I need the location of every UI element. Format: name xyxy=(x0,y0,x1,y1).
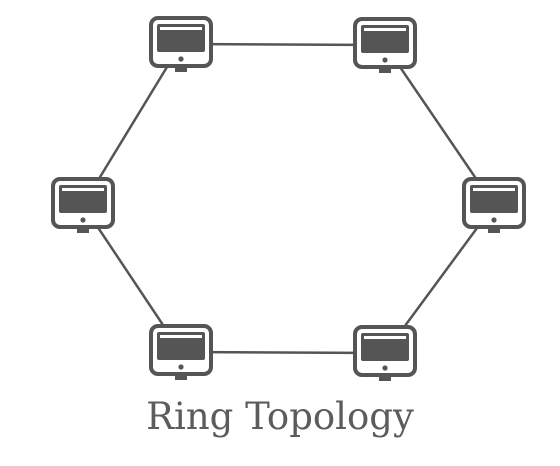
ring-link xyxy=(180,42,386,47)
diagram-caption: Ring Topology xyxy=(146,395,414,438)
links-layer xyxy=(81,42,496,355)
monitor-icon xyxy=(462,177,526,233)
monitor-icon xyxy=(51,177,115,233)
computer-right xyxy=(462,177,526,233)
computer-top-right xyxy=(353,17,417,73)
monitor-icon xyxy=(353,325,417,381)
nodes-layer xyxy=(51,16,526,381)
monitor-icon xyxy=(353,17,417,73)
computer-bottom-right xyxy=(353,325,417,381)
computer-left xyxy=(51,177,115,233)
monitor-icon xyxy=(149,16,213,72)
monitor-icon xyxy=(149,324,213,380)
computer-bottom-left xyxy=(149,324,213,380)
ring-link xyxy=(180,350,386,355)
computer-top-left xyxy=(149,16,213,72)
